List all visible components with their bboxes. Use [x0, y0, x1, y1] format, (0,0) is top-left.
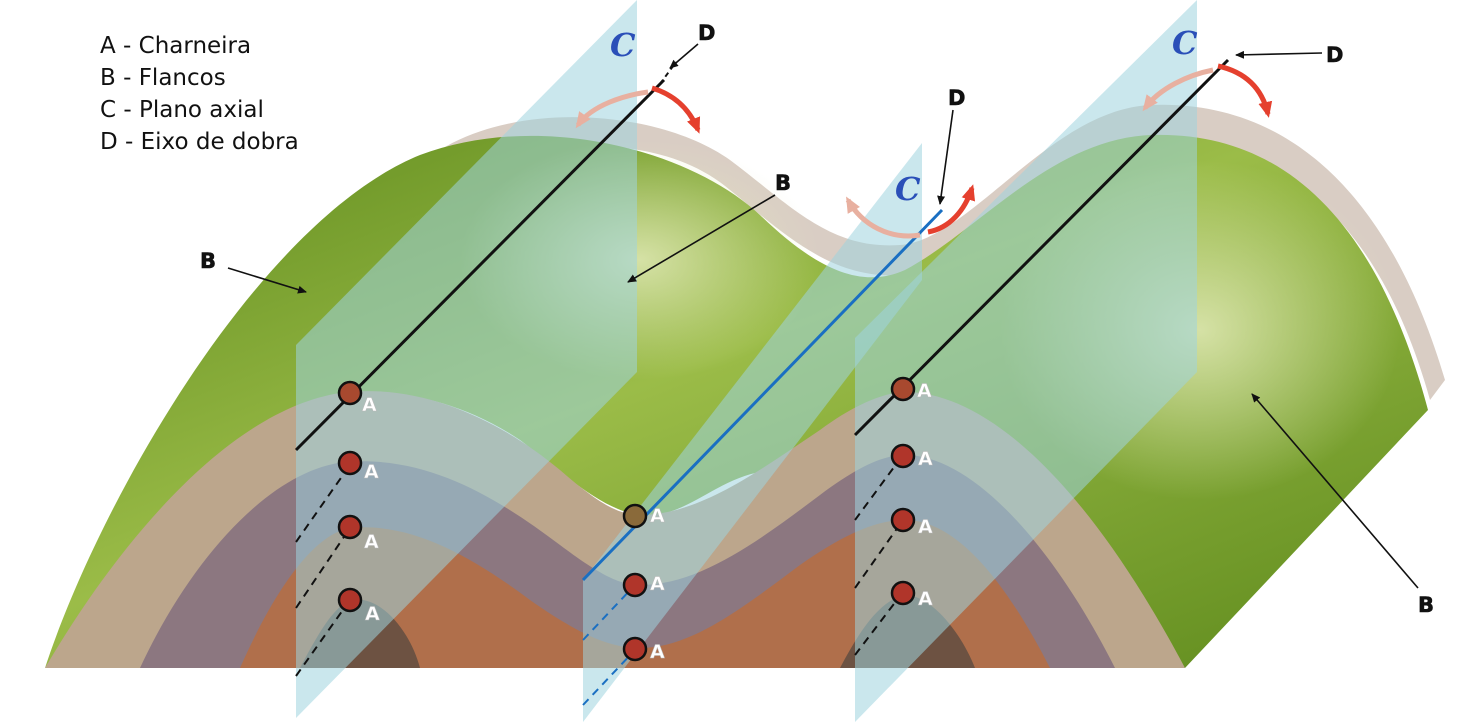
hinge-label: A — [650, 573, 665, 595]
hinge-marker — [337, 450, 363, 476]
hinge-label: A — [918, 588, 933, 610]
rotation-arrow-right-pink — [1142, 67, 1214, 112]
hinge-marker — [890, 443, 916, 469]
legend-item-a: A - Charneira — [100, 33, 252, 59]
rotation-arrow-right-red — [1217, 63, 1273, 118]
hinge-label: A — [650, 641, 665, 663]
leader-arrow-b-left — [227, 267, 307, 294]
hinge-label: A — [918, 448, 933, 470]
fold-axis-label: D — [948, 86, 965, 110]
fold-axis-label: D — [1326, 43, 1343, 67]
hinge-label: A — [364, 531, 379, 553]
axial-plane-right — [855, 0, 1197, 722]
flank-label: B — [200, 249, 216, 273]
legend: A - Charneira B - Flancos C - Plano axia… — [100, 30, 299, 158]
legend-item-c: C - Plano axial — [100, 97, 264, 123]
hinge-label: A — [918, 516, 933, 538]
hinge-marker — [622, 503, 648, 529]
hinge-label: A — [365, 603, 380, 625]
leader-arrow-b-middle — [627, 194, 776, 283]
leader-arrow-b-right — [1251, 393, 1419, 589]
hinge-marker — [337, 514, 363, 540]
axial-plane-label: C — [895, 170, 921, 208]
legend-item-d: D - Eixo de dobra — [100, 129, 299, 155]
hinge-label: A — [364, 461, 379, 483]
leader-arrow-d-left — [669, 43, 699, 69]
hinge-label: A — [362, 394, 377, 416]
axial-plane-label: C — [610, 26, 636, 64]
hinge-marker — [890, 376, 916, 402]
rotation-arrow-left-pink — [575, 89, 649, 129]
hinge-marker — [622, 636, 648, 662]
fold-axis-left-dashed — [295, 527, 351, 609]
hinge-label: A — [650, 505, 665, 527]
fold-axis-left-dashed — [295, 464, 351, 543]
fold-axis-right — [853, 58, 1230, 437]
axial-plane-label: C — [1172, 24, 1198, 62]
flank-label: B — [1418, 593, 1434, 617]
fold-axis-middle-dashed — [582, 584, 636, 641]
hinge-marker — [337, 380, 363, 406]
fold-axis-middle-dashed — [582, 649, 636, 706]
hinge-marker — [622, 572, 648, 598]
hinge-markers — [337, 376, 916, 662]
axial-plane-left — [296, 0, 637, 718]
rotation-arrow-middle-red — [927, 184, 976, 235]
fold-axis-label: D — [698, 21, 715, 45]
fold-axis-left-dashed — [295, 599, 351, 677]
hinge-label: A — [917, 380, 932, 402]
flank-label: B — [775, 171, 791, 195]
hinge-marker — [890, 580, 916, 606]
hinge-marker — [337, 587, 363, 613]
axial-plane-middle — [583, 143, 922, 722]
leader-arrow-d-right — [1235, 50, 1323, 59]
leader-arrow-d-middle — [937, 109, 954, 205]
hinge-marker — [890, 507, 916, 533]
hinge-labels: A A A A A A A A A A A — [362, 380, 934, 664]
rotation-arrow-middle-pink — [845, 196, 921, 239]
legend-item-b: B - Flancos — [100, 65, 226, 91]
rotation-arrow-left-red — [651, 85, 701, 134]
